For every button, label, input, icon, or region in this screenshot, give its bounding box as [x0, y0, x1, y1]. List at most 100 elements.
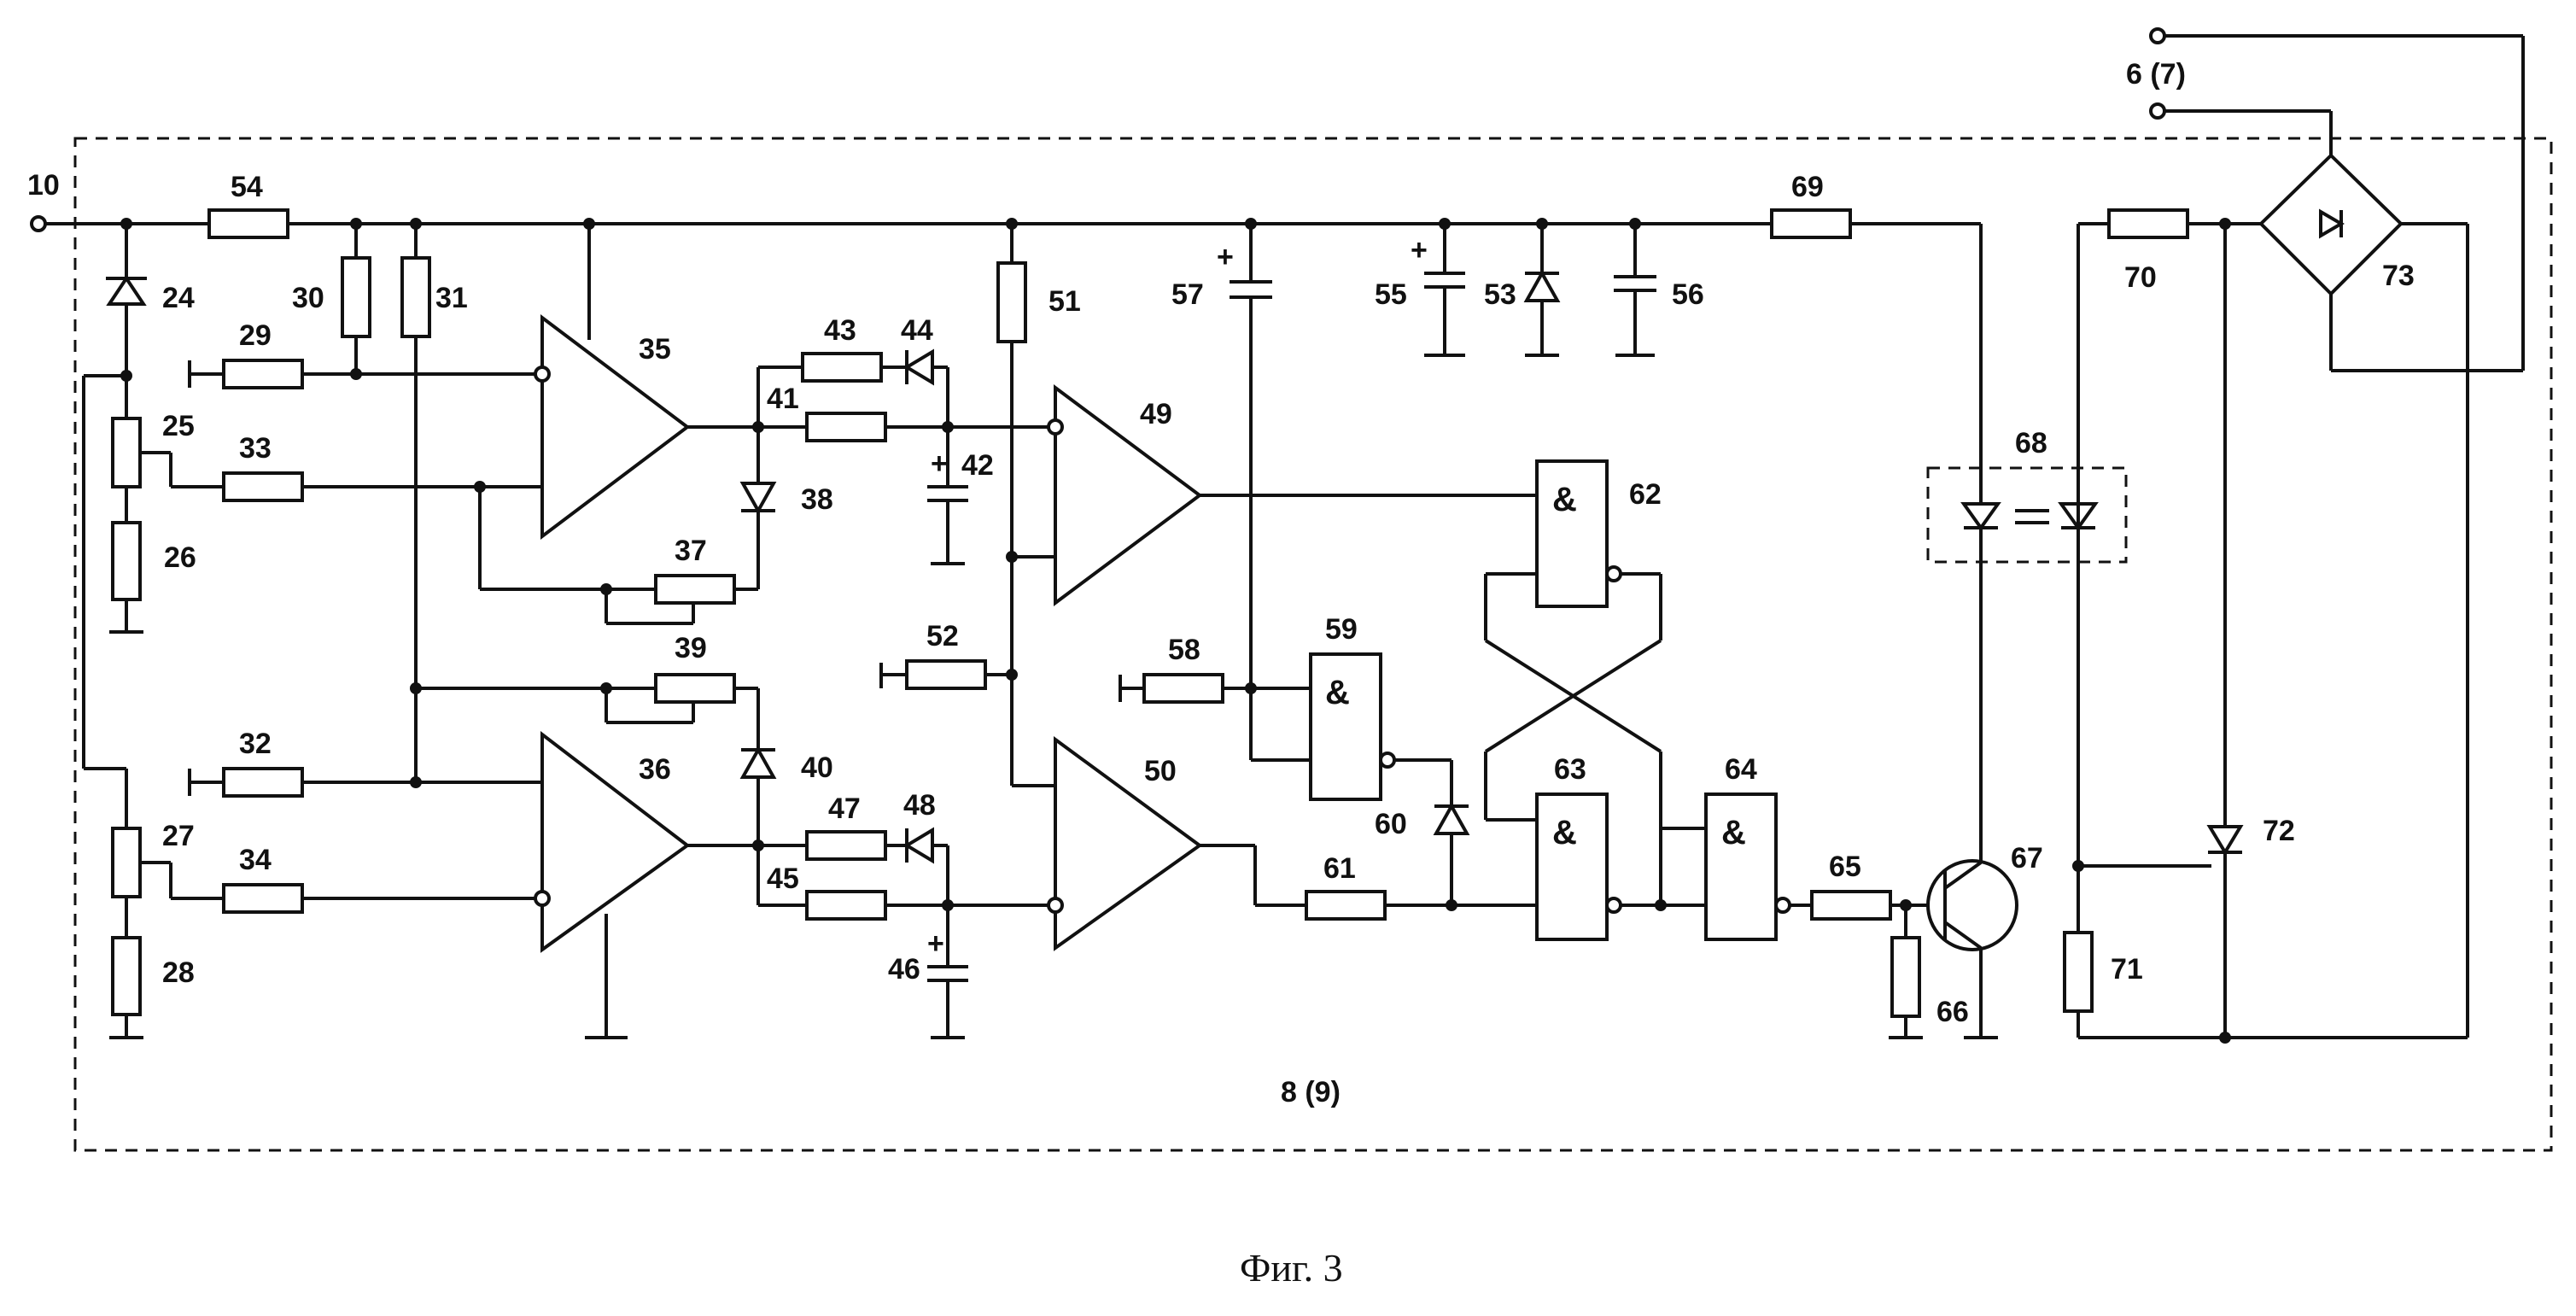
label-67: 67 — [2011, 842, 2043, 874]
gate-59-symbol: & — [1325, 674, 1350, 711]
label-65: 65 — [1829, 851, 1861, 883]
zener-24 — [106, 275, 147, 306]
resistor-43 — [801, 352, 883, 383]
diode-44 — [903, 348, 934, 386]
label-49: 49 — [1140, 398, 1172, 430]
resistor-28 — [111, 936, 142, 1016]
transistor-67 — [1926, 859, 2018, 951]
gate-63 — [1535, 793, 1609, 941]
resistor-29 — [222, 359, 304, 389]
bridge-73-diode — [2319, 208, 2345, 239]
comparator-49 — [1054, 384, 1203, 606]
gate-62-symbol: & — [1552, 481, 1577, 518]
gate-59-out — [1379, 752, 1396, 769]
gate-63-out — [1605, 897, 1622, 914]
label-40: 40 — [801, 752, 833, 784]
label-50: 50 — [1144, 755, 1177, 787]
resistor-32 — [222, 767, 304, 798]
transistor-67-emitter — [1943, 921, 1983, 950]
potentiometer-39 — [654, 673, 736, 704]
label-38: 38 — [801, 483, 833, 516]
inv-input-49 — [1047, 418, 1064, 436]
resistor-69 — [1770, 208, 1852, 239]
label-30: 30 — [292, 282, 324, 314]
gate-62-out — [1605, 565, 1622, 582]
label-64: 64 — [1725, 753, 1757, 786]
label-input-10: 10 — [27, 169, 60, 202]
label-68: 68 — [2015, 427, 2047, 459]
label-26: 26 — [164, 541, 196, 574]
figure-caption: Фиг. 3 — [1240, 1246, 1343, 1290]
gate-63-symbol: & — [1552, 814, 1577, 851]
potentiometer-27 — [111, 827, 142, 898]
output-terminal-6 — [2149, 27, 2166, 44]
optocoupler-68-led — [1960, 502, 2001, 531]
label-43: 43 — [824, 314, 856, 347]
resistor-66 — [1890, 936, 1921, 1018]
label-32: 32 — [239, 728, 272, 760]
resistor-31 — [400, 256, 431, 338]
resistor-61 — [1305, 890, 1387, 921]
diode-40 — [739, 746, 777, 779]
resistor-54 — [207, 208, 289, 239]
label-52: 52 — [926, 620, 959, 652]
label-44: 44 — [901, 314, 933, 347]
diode-60 — [1433, 802, 1470, 835]
resistor-52 — [905, 659, 987, 690]
label-25: 25 — [162, 410, 195, 442]
label-27: 27 — [162, 820, 195, 852]
gate-62 — [1535, 459, 1609, 608]
inv-input-35 — [534, 366, 551, 383]
label-73: 73 — [2382, 260, 2415, 292]
label-57: 57 — [1171, 278, 1204, 311]
resistor-45 — [805, 890, 887, 921]
resistor-41 — [805, 412, 887, 442]
label-61: 61 — [1323, 852, 1356, 885]
label-42: 42 — [961, 449, 994, 482]
resistor-30 — [341, 256, 371, 338]
label-56: 56 — [1672, 278, 1704, 311]
label-51: 51 — [1049, 285, 1081, 318]
label-24: 24 — [162, 282, 195, 314]
plus-57: + — [1217, 241, 1234, 273]
label-output-terminals: 6 (7) — [2126, 58, 2186, 91]
label-35: 35 — [639, 333, 671, 366]
label-31: 31 — [435, 282, 468, 314]
resistor-51 — [996, 261, 1027, 343]
diode-38 — [739, 482, 777, 515]
label-59: 59 — [1325, 613, 1358, 646]
plus-55: + — [1411, 234, 1428, 266]
input-terminal-10 — [30, 215, 47, 232]
comparator-35 — [540, 313, 691, 541]
inv-input-36 — [534, 890, 551, 907]
label-39: 39 — [675, 632, 707, 664]
resistor-65 — [1810, 890, 1892, 921]
cross-63-62 — [1484, 639, 1662, 753]
transistor-67-collector — [1943, 861, 1983, 890]
label-33: 33 — [239, 432, 272, 465]
label-66: 66 — [1936, 996, 1969, 1028]
label-45: 45 — [767, 863, 799, 895]
label-62: 62 — [1629, 478, 1662, 511]
plus-46: + — [927, 927, 944, 960]
label-29: 29 — [239, 319, 272, 352]
label-46: 46 — [888, 953, 920, 986]
resistor-34 — [222, 883, 304, 914]
gate-64 — [1704, 793, 1778, 941]
inv-input-50 — [1047, 897, 1064, 914]
block-boundary-8-9 — [73, 137, 2553, 1152]
label-63: 63 — [1554, 753, 1586, 786]
thyristor-72 — [2206, 825, 2244, 856]
label-71: 71 — [2111, 953, 2143, 986]
label-70: 70 — [2124, 261, 2157, 294]
diode-48 — [903, 827, 934, 864]
label-36: 36 — [639, 753, 671, 786]
gate-64-symbol: & — [1721, 814, 1746, 851]
block-label: 8 (9) — [1281, 1076, 1341, 1108]
gate-64-out — [1774, 897, 1791, 914]
resistor-47 — [805, 830, 887, 861]
potentiometer-37 — [654, 574, 736, 605]
optocoupler-boundary-68 — [1926, 466, 2128, 564]
label-58: 58 — [1168, 634, 1200, 666]
output-terminal-7 — [2149, 102, 2166, 120]
